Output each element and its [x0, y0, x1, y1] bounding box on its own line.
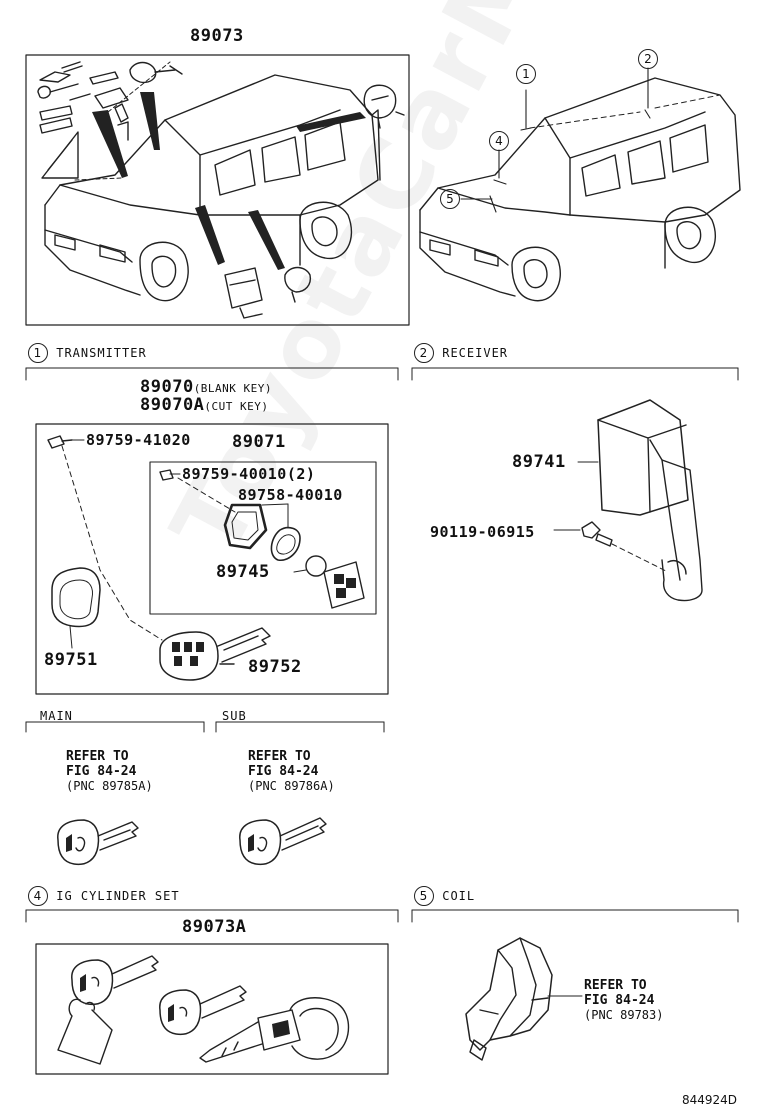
part-89071: 89071 — [232, 432, 286, 452]
button-pad-part — [323, 561, 365, 609]
ig-key-1 — [71, 955, 159, 1006]
section-coil-number: 5 — [414, 886, 434, 906]
kit-small-parts — [37, 61, 405, 319]
receiver-part — [597, 399, 703, 602]
section-receiver-header: 2 RECEIVER — [414, 343, 508, 363]
part-89751: 89751 — [44, 650, 98, 670]
gasket-ring — [270, 526, 301, 562]
section-transmitter-number: 1 — [28, 343, 48, 363]
coil-reference: REFER TO FIG 84-24 (PNC 89783) — [584, 978, 664, 1022]
vehicle-left-illustration — [44, 74, 381, 302]
kit-pointer-arrows — [92, 92, 366, 270]
ig-key-tag — [57, 998, 113, 1065]
screw-outer-part — [47, 435, 73, 449]
kit-leader-lines — [74, 61, 171, 181]
section-rules — [25, 367, 739, 923]
part-89070A: 89070A(CUT KEY) — [140, 395, 269, 415]
sub-key-reference: REFER TO FIG 84-24 (PNC 89786A) — [248, 749, 335, 793]
ig-cylinder-frame — [35, 943, 389, 1075]
vehicle-right-dashed — [529, 94, 721, 129]
kit-frame — [25, 54, 410, 326]
case-part — [51, 567, 101, 628]
section-transmitter-header: 1 TRANSMITTER — [28, 343, 147, 363]
part-89073A: 89073A — [182, 917, 247, 937]
vehicle-right-callout-lines — [460, 67, 651, 213]
screw-inner-part — [159, 469, 174, 481]
coil-part — [465, 937, 553, 1061]
callout-5: 5 — [440, 189, 460, 209]
main-key-reference: REFER TO FIG 84-24 (PNC 89785A) — [66, 749, 153, 793]
section-coil-header: 5 COIL — [414, 886, 475, 906]
part-gasket: 89758-40010 — [238, 486, 343, 504]
part-screw-inner: 89759-40010(2) — [182, 465, 316, 483]
main-key-label: MAIN — [40, 709, 73, 723]
part-89070: 89070(BLANK KEY) — [140, 377, 273, 397]
section-ig-cylinder-number: 4 — [28, 886, 48, 906]
part-89752: 89752 — [248, 657, 302, 677]
part-89741: 89741 — [512, 452, 566, 472]
section-ig-cylinder-header: 4 IG CYLINDER SET — [28, 886, 180, 906]
transmitter-key-part — [159, 627, 271, 681]
main-key-part — [57, 819, 139, 866]
drawing-id: 844924D — [682, 1093, 738, 1107]
sub-key-label: SUB — [222, 709, 247, 723]
callout-2: 2 — [638, 49, 658, 69]
part-screw-outer: 89759-41020 — [86, 431, 191, 449]
gasket-inner — [223, 503, 268, 550]
sub-key-part — [239, 817, 327, 866]
section-receiver-number: 2 — [414, 343, 434, 363]
vehicle-right-illustration — [419, 77, 741, 302]
transmitter-subassembly-frame — [149, 461, 377, 615]
ig-cylinder-body — [199, 997, 350, 1063]
section-receiver-title: RECEIVER — [442, 346, 509, 360]
part-receiver-screw: 90119-06915 — [430, 523, 535, 541]
receiver-screw — [581, 521, 613, 547]
screw-outer-leader — [61, 445, 163, 641]
callout-1: 1 — [516, 64, 536, 84]
section-ig-cylinder-title: IG CYLINDER SET — [56, 889, 180, 903]
part-89745: 89745 — [216, 562, 270, 582]
callout-4: 4 — [489, 131, 509, 151]
section-transmitter-title: TRANSMITTER — [56, 346, 147, 360]
transmitter-frame — [35, 423, 389, 695]
battery-part — [305, 555, 327, 577]
ig-key-2 — [159, 985, 247, 1036]
kit-part-number: 89073 — [190, 26, 244, 46]
section-coil-title: COIL — [442, 889, 476, 903]
